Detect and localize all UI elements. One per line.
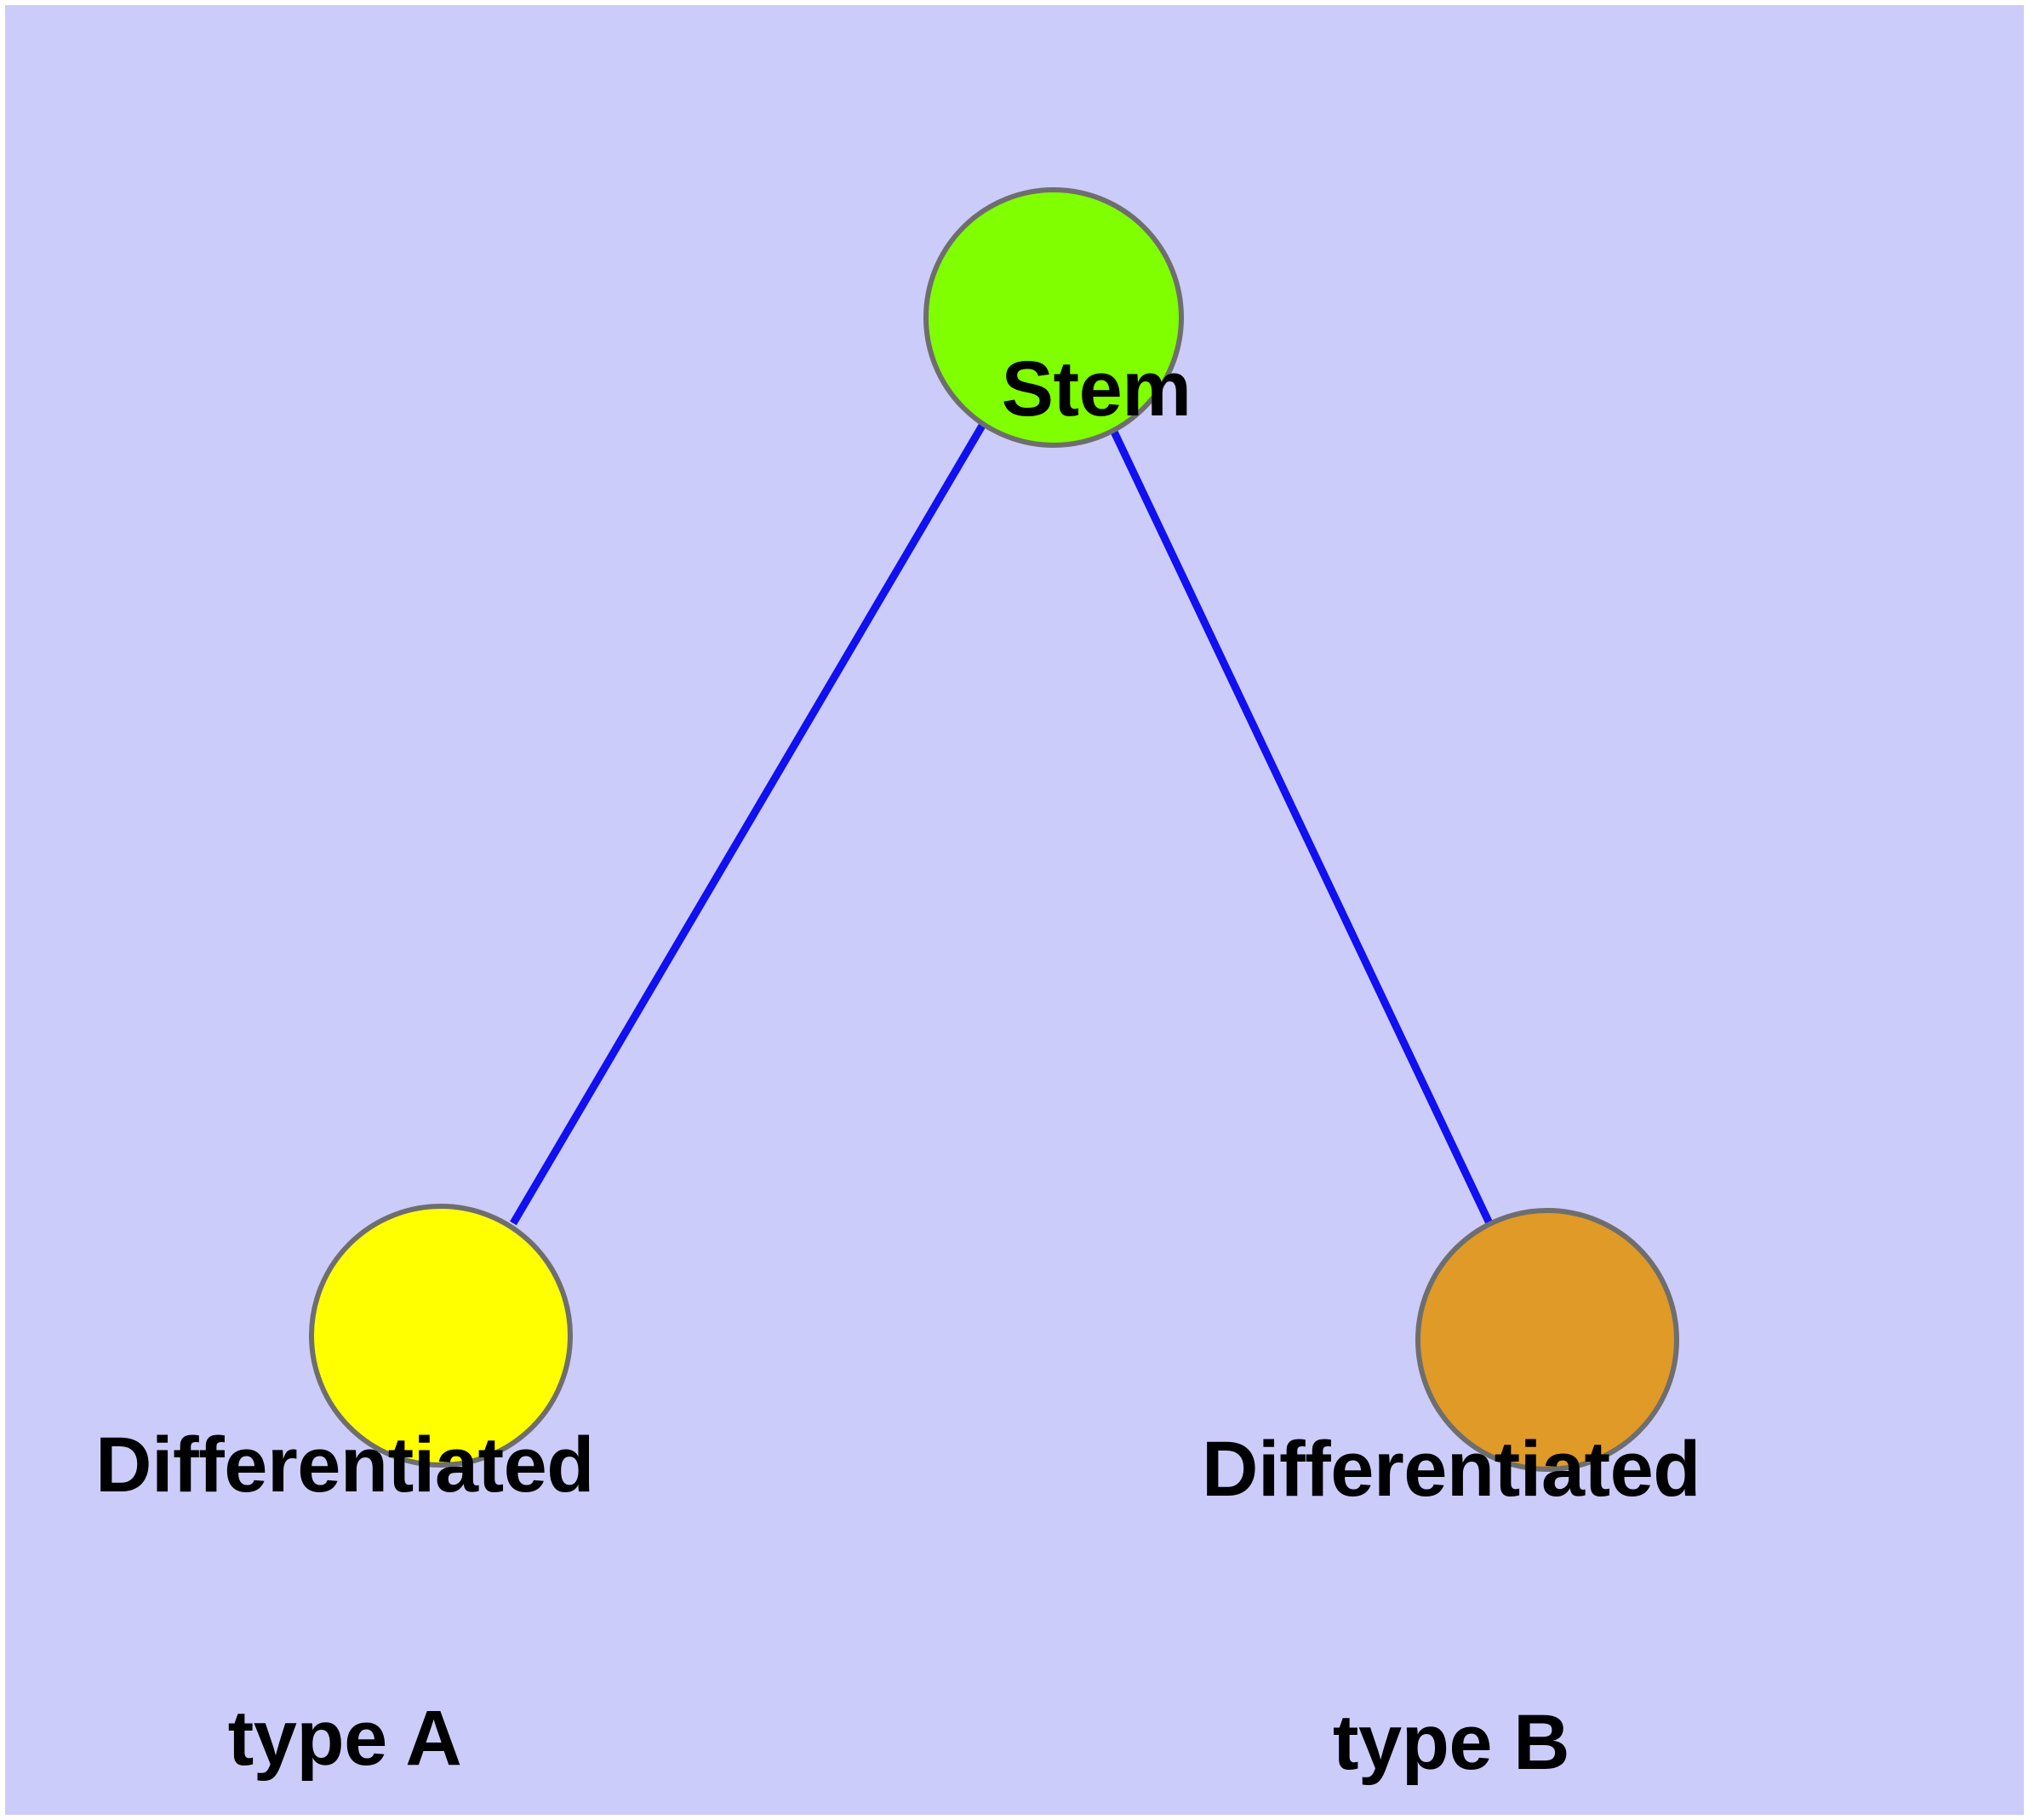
node-stem[interactable] <box>923 187 1184 448</box>
edge-group <box>510 423 1494 1226</box>
node-differentiated-type-a[interactable] <box>309 1204 573 1468</box>
node-differentiated-type-b[interactable] <box>1415 1208 1679 1472</box>
edge-stem-to-type-a <box>510 423 986 1226</box>
edge-stem-to-type-b <box>1109 428 1494 1225</box>
node-group <box>309 187 1679 1472</box>
